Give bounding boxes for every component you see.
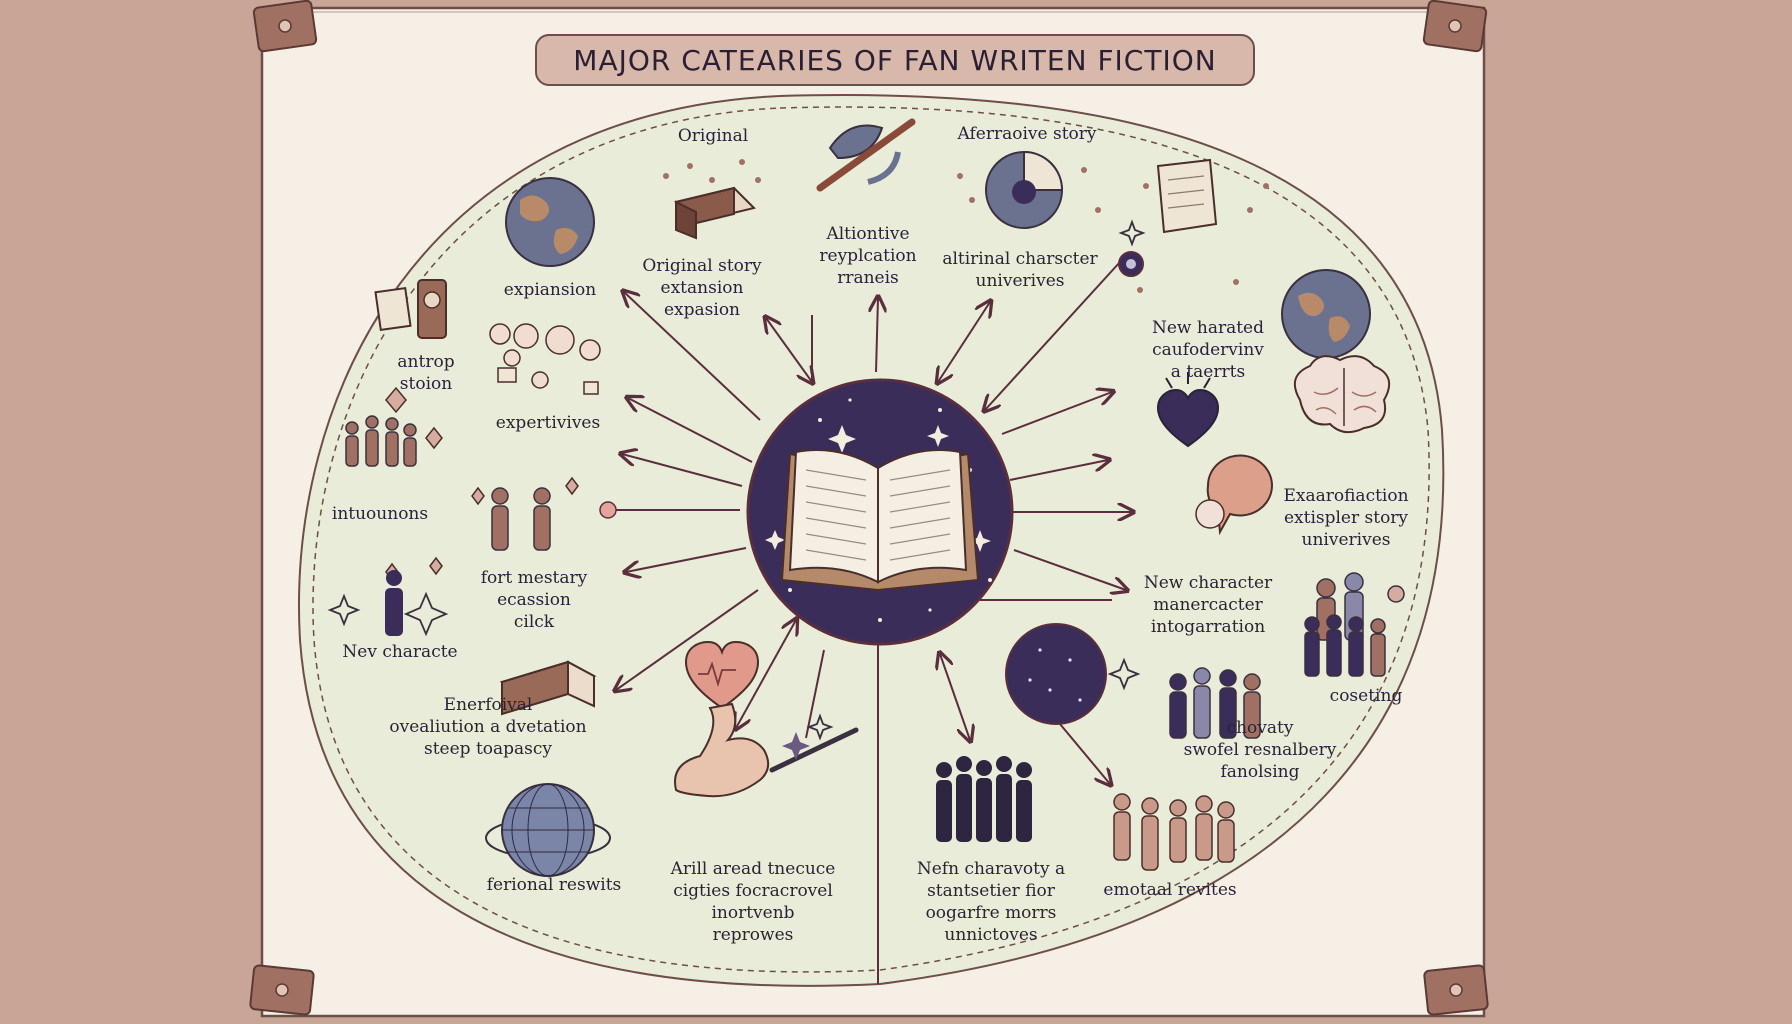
corner-pin-bottom-right (1423, 964, 1489, 1016)
document-icon (374, 279, 447, 339)
globe-icon (1281, 269, 1371, 359)
sparkle-icons (327, 219, 1146, 741)
book-icon (674, 186, 756, 240)
family-group-icon (1304, 572, 1405, 677)
confetti (663, 159, 1269, 293)
label-new-harated: New harated caufodervinv a taerrts (1151, 318, 1265, 382)
people-cluster-icon (1113, 793, 1235, 871)
label-emotaal-revites: emotaal revites (1103, 880, 1237, 900)
label-original-story-extension: Original story extansion expasion (642, 256, 762, 320)
label-new-character-integration: New character manercacter intogarration (1143, 573, 1273, 637)
label-alternal-character-universes: altirinal charscter univerives (942, 249, 1098, 291)
label-exaarofiaction: Exaarofiaction extispler story univerive… (1283, 486, 1409, 550)
bubbles-icon (489, 323, 601, 395)
label-alternative-story: Aferraoive story (957, 124, 1097, 144)
label-ferional-reswits: ferional reswits (486, 875, 622, 895)
label-original-top: Original (677, 126, 749, 146)
scroll-icon (1156, 158, 1218, 234)
globe-icon (505, 177, 595, 267)
people-line-icon (1169, 667, 1261, 739)
page-title: MAJOR CATEARIES OF FAN WRITEN FICTION (535, 34, 1255, 86)
two-people-icon (491, 487, 551, 551)
people-group-icon (345, 415, 417, 467)
corner-pin-top-right (1422, 0, 1488, 53)
small-starry-circle (1005, 623, 1107, 725)
label-fort-mestary: fort mestary ecassion cilck (480, 568, 588, 632)
label-coseting: coseting (1329, 686, 1403, 706)
label-intuounons: intuounons (331, 504, 429, 524)
crowd-icon (936, 756, 1032, 842)
brain-icon (1293, 355, 1391, 434)
hand-wand-icon (674, 702, 859, 798)
heart-icon (1156, 372, 1220, 448)
label-alternative-representation: Altiontive reyplcation rraneis (819, 224, 917, 288)
person-icon (385, 570, 403, 636)
heartbeat-heart-icon (684, 640, 760, 710)
arrows (610, 261, 1132, 784)
label-expansion: expiansion (503, 280, 597, 300)
central-book-circle (746, 378, 1014, 646)
speech-bubble-icon (1195, 454, 1273, 536)
label-nefn-charavoty: Nefn charavoty a stantsetier fior oogarf… (916, 859, 1066, 945)
label-new-characte: Nev characte (342, 642, 458, 662)
label-enerfoival: Enerfoival ovealiution a dvetation steep… (389, 695, 587, 759)
split-circle-icon (985, 150, 1064, 229)
corner-pin-bottom-left (249, 964, 315, 1016)
comet-icon (816, 118, 916, 192)
label-arill-areed: Arill aread tnecuce cigties focracrovel … (670, 859, 836, 945)
label-chovaty: chovaty swofel resnalbery fanolsing (1183, 718, 1337, 782)
corner-pin-top-left (252, 0, 318, 53)
wire-globe-icon (485, 783, 611, 877)
book-icon (499, 660, 597, 716)
label-antrop-stoion: antrop stoion (397, 352, 455, 394)
label-expertives: expertivives (495, 413, 601, 433)
